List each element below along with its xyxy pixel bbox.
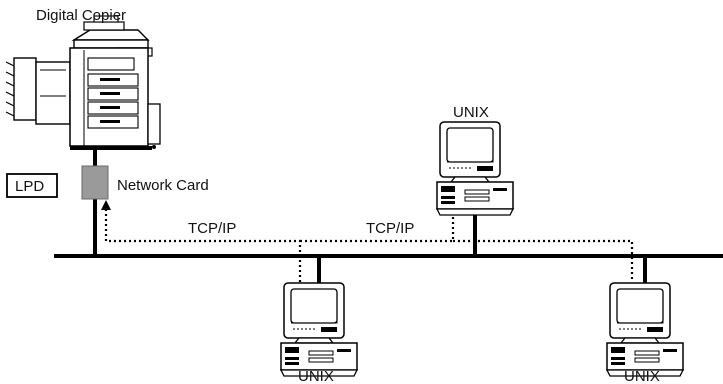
computer-icon [280,282,358,377]
unix-label-top: UNIX [453,104,489,121]
copier-label: Digital Copier [36,7,126,24]
tcpip-paths [104,209,634,282]
network-card-icon [81,165,109,200]
unix-label-bottom-left: UNIX [298,368,334,384]
arrowhead [101,200,111,210]
lpd-label: LPD [15,178,44,195]
tcpip-label-right: TCP/IP [366,220,414,237]
lpd-box [6,173,58,198]
network-card-label: Network Card [117,177,209,194]
unix-label-bottom-right: UNIX [624,368,660,384]
computer-icon [606,282,684,377]
computer-icon [436,121,514,216]
tcpip-label-left: TCP/IP [188,220,236,237]
digital-copier-icon [5,15,161,150]
